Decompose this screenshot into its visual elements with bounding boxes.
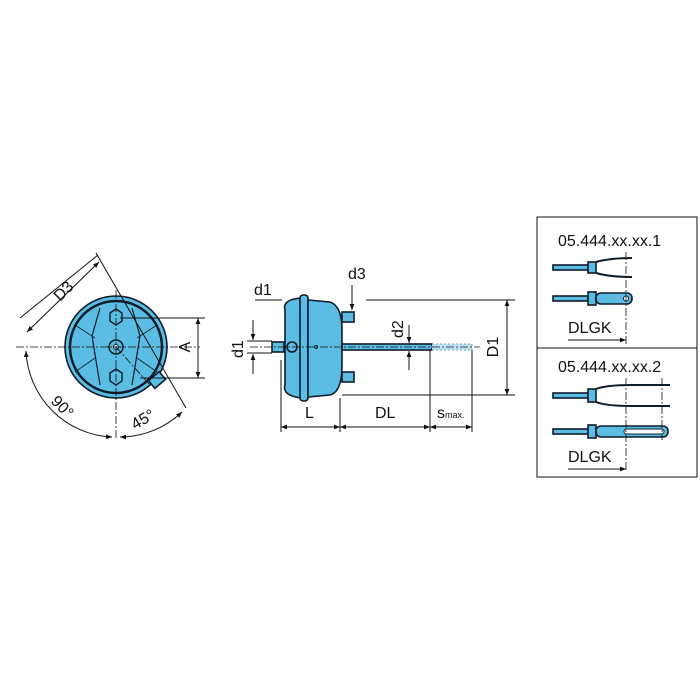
l-label: L [305, 405, 314, 422]
variant-2-part-number: 05.444.xx.xx.2 [558, 359, 661, 376]
d1-top-label: d1 [254, 282, 272, 299]
variant-1-dlgk-label: DLGK [568, 320, 612, 337]
d1-side-label: d1 [230, 340, 247, 358]
front-view: D3 A 90° 45° [16, 252, 205, 440]
d1-diameter-label: D1 [485, 337, 502, 358]
stud-bottom [341, 371, 355, 383]
variant-1-part-number: 05.444.xx.xx.1 [558, 233, 661, 250]
d3-label: D3 [51, 278, 78, 305]
variant-2-nut [587, 388, 597, 403]
d2-label: d2 [390, 320, 407, 338]
dl-label: DL [375, 405, 396, 422]
variant-1-clevis-fork [595, 257, 633, 278]
side-view: D1 d1 d3 d1 d2 L DL smax. [230, 266, 515, 432]
variant-1-eye-end [595, 292, 633, 305]
angle-45-label: 45° [129, 407, 158, 434]
s-label: smax. [437, 405, 465, 422]
stud-top [341, 311, 355, 323]
variants-panel: 05.444.xx.xx.1 DLGK 05.444.xx.xx.2 DLGK [536, 216, 698, 478]
service-chamber [307, 299, 343, 398]
variant-2-dlgk-label: DLGK [568, 449, 612, 466]
clamp-ring [299, 294, 309, 402]
d3-side-label: d3 [348, 266, 366, 283]
variant-2-clevis-fork [595, 384, 670, 407]
angle-90-label: 90° [47, 393, 76, 422]
clamp-bolt [147, 370, 167, 390]
a-label: A [177, 341, 194, 352]
variant-1-nut [587, 261, 597, 274]
